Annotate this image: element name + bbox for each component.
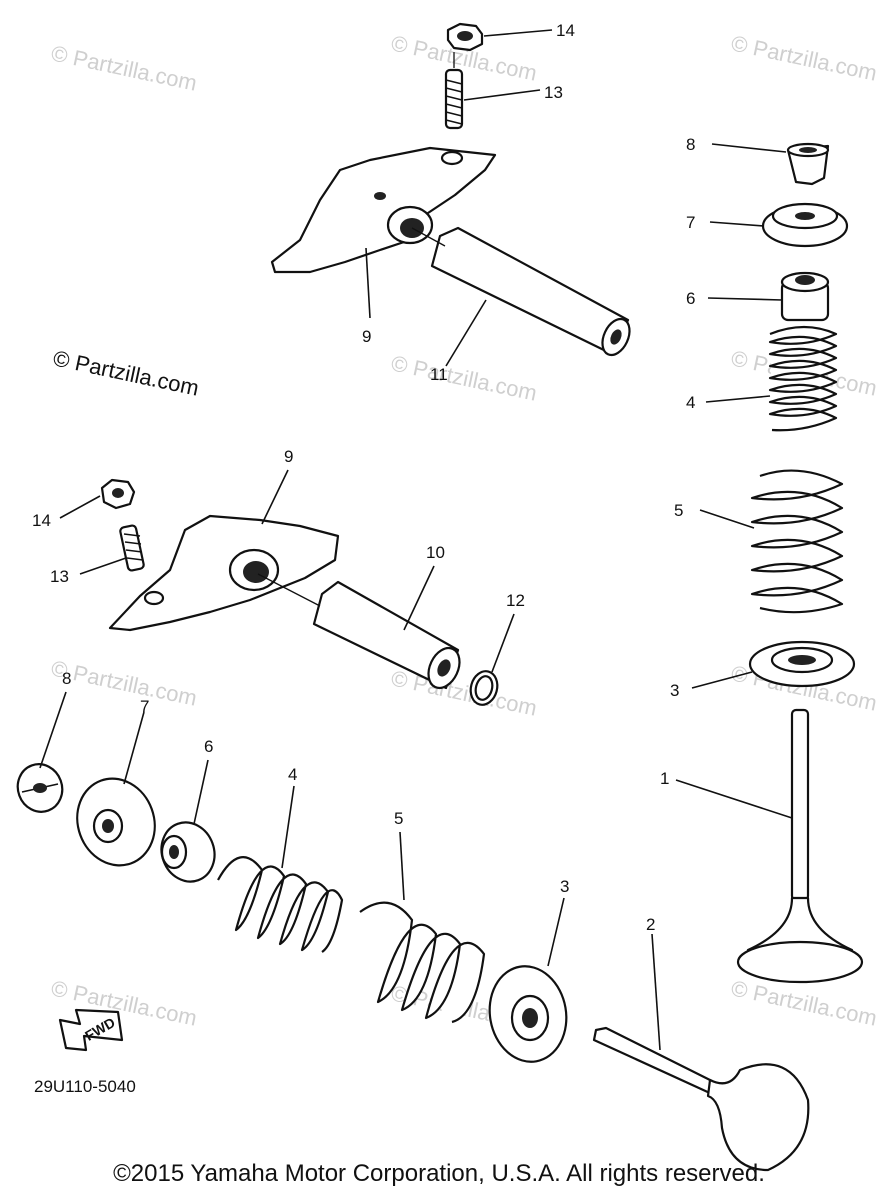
callout-6-left: 6 xyxy=(204,737,213,756)
callout-13-upper: 13 xyxy=(544,83,563,102)
callout-3-right: 3 xyxy=(670,681,679,700)
callout-2: 2 xyxy=(646,915,655,934)
rocker-arm-lower xyxy=(108,514,340,632)
callout-4-right: 4 xyxy=(686,393,695,412)
watermark-11: © Partzilla.com xyxy=(729,975,878,1030)
callout-12: 12 xyxy=(506,591,525,610)
callout-3-left: 3 xyxy=(560,877,569,896)
axis-shaft-lower xyxy=(257,573,321,607)
callout-7-right: 7 xyxy=(686,213,695,232)
nut-upper xyxy=(446,22,484,52)
valve-cotter-left xyxy=(16,763,64,813)
rocker-shaft-lower xyxy=(312,580,461,690)
watermark-1: © Partzilla.com xyxy=(49,40,199,95)
callout-13-lower: 13 xyxy=(50,567,69,586)
copyright-notice: ©2015 Yamaha Motor Corporation, U.S.A. A… xyxy=(113,1160,765,1187)
spring-seat-right xyxy=(748,640,856,688)
callout-10: 10 xyxy=(426,543,445,562)
outer-spring-left xyxy=(359,901,486,1024)
leader-lines xyxy=(39,29,793,1051)
watermark-6: © Partzilla.com xyxy=(49,655,199,710)
adjuster-screw-upper xyxy=(444,68,464,130)
callout-11: 11 xyxy=(430,365,448,384)
outer-spring-right xyxy=(750,469,844,614)
callout-14-upper: 14 xyxy=(556,21,575,40)
valve-cotter-right xyxy=(786,142,830,186)
callout-14-lower: 14 xyxy=(32,511,51,530)
inner-spring-left xyxy=(217,856,344,953)
diagram-code: 29U110-5040 xyxy=(34,1077,136,1096)
callout-8-right: 8 xyxy=(686,135,695,154)
callout-8-left: 8 xyxy=(62,669,71,688)
rocker-shaft-upper xyxy=(430,226,631,357)
valve-stem-seal-left xyxy=(160,821,216,883)
callout-7-left: 7 xyxy=(140,697,149,716)
watermark-4: © Partzilla.com xyxy=(389,350,539,405)
valve-stem-seal-right xyxy=(780,271,830,322)
callout-5-left: 5 xyxy=(394,809,403,828)
callout-9-lower: 9 xyxy=(284,447,293,466)
callout-1: 1 xyxy=(660,769,669,788)
fwd-arrow-icon: FWD xyxy=(58,1008,124,1052)
nut-lower xyxy=(100,478,136,510)
axis-shaft-upper xyxy=(411,227,446,247)
valve-exhaust xyxy=(592,1026,810,1172)
callout-6-right: 6 xyxy=(686,289,695,308)
spring-seat-left xyxy=(488,965,568,1063)
watermark-7: © Partzilla.com xyxy=(389,665,539,720)
spring-retainer-left xyxy=(76,777,156,867)
valve-intake xyxy=(736,708,864,984)
spring-retainer-right xyxy=(761,202,849,248)
o-ring xyxy=(469,670,499,706)
adjuster-screw-lower xyxy=(119,524,145,572)
watermark-3: © Partzilla.com xyxy=(729,30,878,85)
callout-9-upper: 9 xyxy=(362,327,371,346)
callout-5-right: 5 xyxy=(674,501,683,520)
inner-spring-right xyxy=(768,325,838,432)
watermark-main: © Partzilla.com xyxy=(51,345,201,400)
callout-4-left: 4 xyxy=(288,765,297,784)
